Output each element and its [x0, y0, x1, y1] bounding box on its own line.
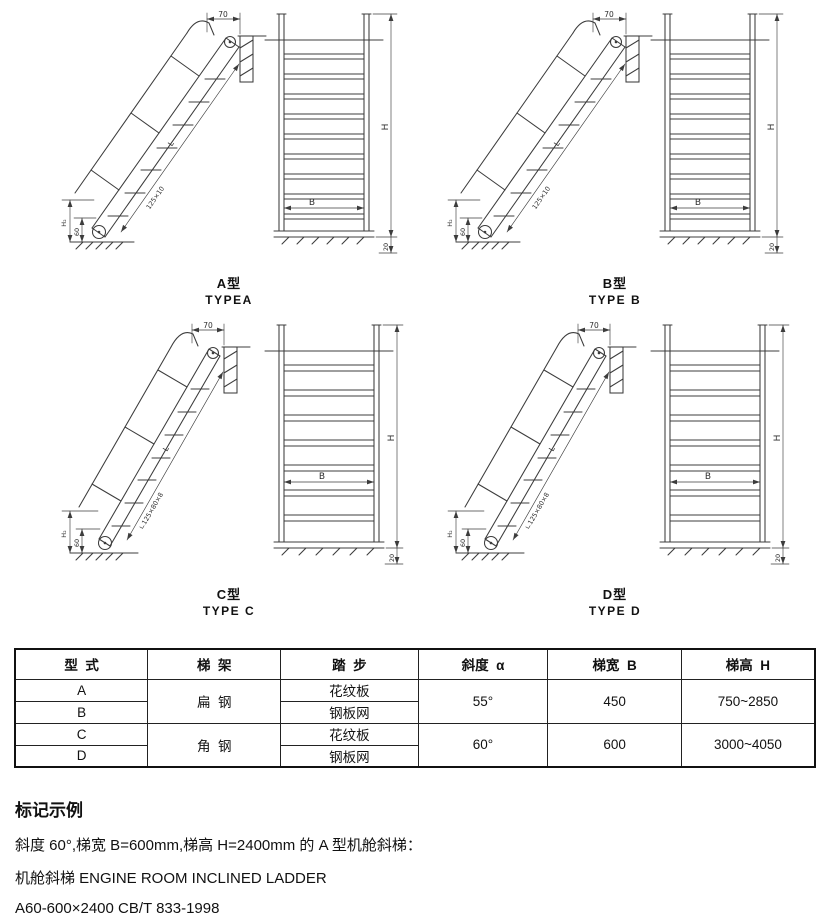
dim-label-width: B	[309, 198, 315, 208]
figure-type-c: 70 H₂ 60 L ∟125×80×8 B H 20 C型 TYPE C	[36, 317, 422, 618]
dimension-labels: 70 H₂ 60 L ∟125×80×8 B H 20	[60, 321, 397, 562]
cell-step-a: 花纹板	[280, 678, 419, 702]
figure-label-en: TYPE C	[202, 604, 256, 618]
figure-label-en: TYPEA	[205, 293, 253, 307]
drawing-type-b: 70 H₂ 60 L 125×10 B H 20	[446, 10, 784, 254]
cell-type-d: D	[14, 744, 149, 768]
dim-label-height: H	[381, 124, 391, 131]
figure-type-a: 70 H₂ 60 L 125×10 B H 20 A型 TYPEA	[36, 6, 422, 307]
cell-step-b: 钢板网	[280, 700, 419, 724]
cell-type-b: B	[14, 700, 149, 724]
cell-type-a: A	[14, 678, 149, 702]
dim-label-top-offset: 70	[203, 321, 213, 330]
cell-frame-ab: 扁 钢	[147, 678, 282, 724]
marking-example-line2: 机舱斜梯 ENGINE ROOM INCLINED LADDER	[15, 870, 327, 887]
figure-label-cn: A型	[216, 276, 242, 291]
marking-example-line3: A60-600×2400 CB/T 833-1998	[15, 900, 220, 915]
cell-height-cd: 3000~4050	[680, 722, 816, 768]
cell-type-c: C	[14, 722, 149, 746]
dim-label-h2: H₂	[60, 530, 68, 538]
figures-grid: 70 H₂ 60 L 125×10 B H 20 A型 TYPEA	[36, 6, 808, 618]
figure-type-b: 70 H₂ 60 L 125×10 B H 20 B型 TYPE B	[422, 6, 808, 307]
dim-label-60: 60	[73, 539, 81, 547]
cell-width-cd: 600	[547, 722, 682, 768]
dim-label-20: 20	[768, 243, 776, 251]
dimension-labels: 70 H₂ 60 L ∟125×80×8 B H 20	[446, 321, 783, 562]
col-header-frame: 梯 架	[147, 648, 282, 680]
figure-label-cn: D型	[602, 587, 628, 602]
table-header-row: 型 式 梯 架 踏 步 斜度 α 梯宽 B 梯高 H	[14, 648, 816, 680]
figure-caption: D型 TYPE D	[589, 584, 641, 618]
col-header-type: 型 式	[14, 648, 149, 680]
marking-example-line1: 斜度 60°,梯宽 B=600mm,梯高 H=2400mm 的 A 型机舱斜梯：	[15, 837, 422, 854]
dim-label-h2: H₂	[446, 530, 454, 538]
col-header-width: 梯宽 B	[547, 648, 682, 680]
dim-label-length: L	[161, 444, 171, 453]
dim-label-height: H	[773, 435, 783, 442]
dim-label-height: H	[767, 124, 777, 131]
table-row-d: D 钢板网	[14, 744, 815, 768]
marking-example-heading: 标记示例	[15, 801, 83, 820]
spec-table: 型 式 梯 架 踏 步 斜度 α 梯宽 B 梯高 H A 扁 钢 花纹板 55°…	[14, 648, 816, 768]
table-row-c: C 角 钢 花纹板 60° 600 3000~4050	[14, 722, 816, 768]
col-header-height: 梯高 H	[680, 648, 816, 680]
dim-label-60: 60	[459, 539, 467, 547]
marking-example: 标记示例 斜度 60°,梯宽 B=600mm,梯高 H=2400mm 的 A 型…	[15, 796, 422, 915]
dim-label-20: 20	[774, 554, 782, 562]
figure-caption: C型 TYPE C	[203, 584, 255, 618]
dim-label-height: H	[387, 435, 397, 442]
cell-frame-cd: 角 钢	[147, 722, 282, 768]
dim-label-length: L	[552, 139, 562, 148]
dim-label-top-offset: 70	[218, 10, 228, 19]
drawing-type-c: 70 H₂ 60 L ∟125×80×8 B H 20	[60, 321, 404, 565]
dim-label-60: 60	[459, 228, 467, 236]
dim-label-60: 60	[73, 228, 81, 236]
cell-step-d: 钢板网	[280, 744, 419, 768]
figure-type-d: 70 H₂ 60 L ∟125×80×8 B H 20 D型 TYPE D	[422, 317, 808, 618]
dim-label-width: B	[705, 472, 711, 482]
col-header-slope: 斜度 α	[417, 648, 549, 680]
figure-label-cn: C型	[216, 587, 242, 602]
col-header-step: 踏 步	[280, 648, 419, 680]
cell-step-c: 花纹板	[280, 722, 419, 746]
stringer-spec-label: 125×10	[145, 185, 167, 211]
dim-label-length: L	[547, 444, 557, 453]
dim-label-20: 20	[382, 243, 390, 251]
dim-label-width: B	[695, 198, 701, 208]
cell-height-ab: 750~2850	[680, 678, 816, 724]
cell-width-ab: 450	[547, 678, 682, 724]
figure-label-en: TYPE D	[588, 604, 642, 618]
dim-label-length: L	[166, 139, 176, 148]
dim-label-h2: H₂	[446, 219, 454, 227]
dimension-labels: 70 H₂ 60 L 125×10 B H 20	[446, 10, 777, 251]
figure-label-cn: B型	[602, 276, 628, 291]
dim-label-width: B	[319, 472, 325, 482]
dim-label-20: 20	[388, 554, 396, 562]
drawing-type-d: 70 H₂ 60 L ∟125×80×8 B H 20	[446, 321, 790, 565]
figure-label-en: TYPE B	[588, 293, 642, 307]
dim-label-top-offset: 70	[589, 321, 599, 330]
cell-slope-cd: 60°	[417, 722, 549, 768]
dimension-labels: 70 H₂ 60 L 125×10 B H 20	[60, 10, 391, 251]
cell-slope-ab: 55°	[417, 678, 549, 724]
dim-label-top-offset: 70	[604, 10, 614, 19]
drawing-type-a: 70 H₂ 60 L 125×10 B H 20	[60, 10, 398, 254]
stringer-spec-label: 125×10	[531, 185, 553, 211]
figure-caption: A型 TYPEA	[205, 273, 253, 307]
table-row-a: A 扁 钢 花纹板 55° 450 750~2850	[14, 678, 816, 724]
figure-caption: B型 TYPE B	[589, 273, 641, 307]
dim-label-h2: H₂	[60, 219, 68, 227]
